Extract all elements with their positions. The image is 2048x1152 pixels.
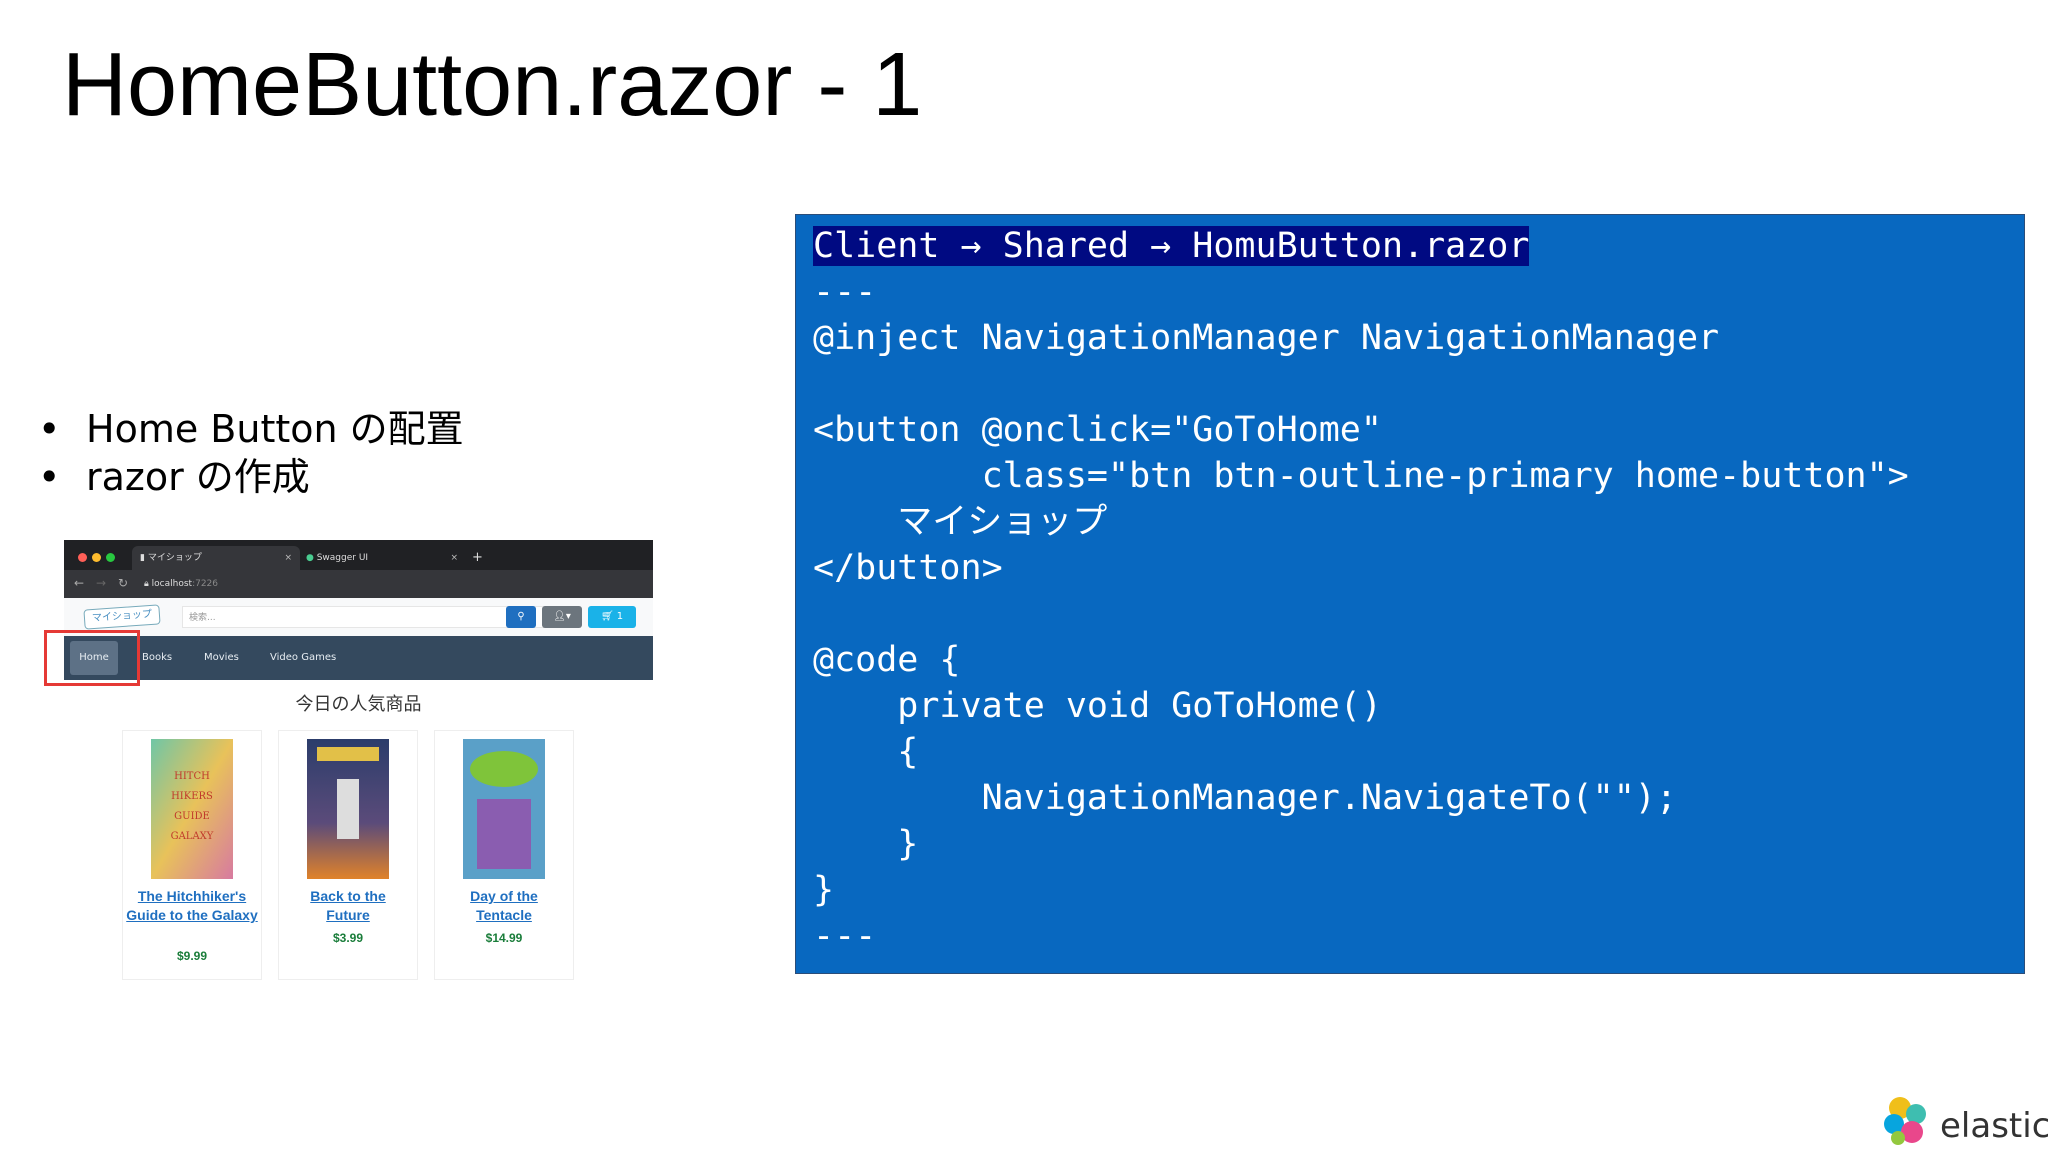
address-port: :7226 [192, 579, 218, 589]
minimize-window-icon[interactable] [92, 553, 101, 562]
code-panel: Client → Shared → HomuButton.razor --- @… [795, 214, 2025, 974]
code-line: } [813, 824, 919, 864]
book-cover-image[interactable]: HITCH HIKERS GUIDE GALAXY [151, 739, 233, 879]
product-card[interactable]: HITCH HIKERS GUIDE GALAXY The Hitchhiker… [122, 730, 262, 980]
page-icon: ▮ [140, 553, 148, 563]
product-card[interactable]: Back to the Future $3.99 [278, 730, 418, 980]
site-topbar: マイショップ 検索... ⚲ 👤︎▾ 🛒︎ 1 [64, 598, 653, 636]
elastic-logo-text: elastic [1940, 1106, 2048, 1146]
nav-books[interactable]: Books [142, 652, 173, 663]
cover-text: GALAXY [171, 831, 214, 842]
cover-text: GUIDE [174, 811, 210, 822]
cover-text: HITCH [174, 771, 210, 782]
product-price: $9.99 [176, 949, 208, 963]
back-icon[interactable]: ← [74, 576, 85, 590]
code-line: --- [813, 916, 877, 956]
product-title-link[interactable]: The Hitchhiker's Guide to the Galaxy [126, 888, 258, 923]
browser-screenshot: ▮ マイショップ × ● Swagger UI × + ← → ↻ 🔒︎ loc… [44, 540, 653, 990]
nav-home[interactable]: Home [70, 641, 118, 675]
address-host: localhost [151, 579, 193, 589]
popular-heading: 今日の人気商品 [295, 694, 422, 715]
category-nav: Home Books Movies Video Games [64, 636, 653, 680]
product-title-link[interactable]: Day of the Tentacle [470, 888, 538, 923]
product-card[interactable]: Day of the Tentacle $14.99 [434, 730, 574, 980]
user-icon: 👤︎▾ [553, 611, 571, 622]
search-input[interactable]: 検索... [182, 606, 560, 628]
nav-movies[interactable]: Movies [204, 652, 239, 663]
game-cover-image[interactable] [463, 739, 545, 879]
bullet-list: •Home Button の配置 •razor の作成 [38, 405, 464, 501]
product-price: $14.99 [485, 931, 523, 945]
elastic-logo: elastic [1880, 1094, 2048, 1152]
code-line: } [813, 870, 835, 910]
product-title-link[interactable]: Back to the Future [310, 888, 386, 923]
new-tab-button[interactable]: + [472, 550, 483, 565]
slide-title: HomeButton.razor - 1 [62, 35, 923, 135]
home-highlight-box [44, 630, 140, 686]
code-line: { [813, 732, 919, 772]
search-button[interactable]: ⚲ [506, 606, 536, 628]
browser-chrome: ▮ マイショップ × ● Swagger UI × + ← → ↻ 🔒︎ loc… [64, 540, 653, 598]
tab-myshop[interactable]: ▮ マイショップ × [132, 546, 300, 570]
code-line: <button @onclick="GoToHome" [813, 410, 1382, 450]
maximize-window-icon[interactable] [106, 553, 115, 562]
tab-label: マイショップ [147, 553, 202, 563]
tab-bar: ▮ マイショップ × ● Swagger UI × + [64, 540, 653, 570]
brand-button[interactable]: マイショップ [83, 604, 161, 630]
code-line: マイショップ [813, 502, 1108, 542]
bullet-text: razor の作成 [86, 455, 310, 499]
cart-count: 1 [616, 611, 624, 622]
bullet-text: Home Button の配置 [86, 407, 464, 451]
address-row: ← → ↻ 🔒︎ localhost:7226 [64, 570, 653, 598]
tab-label: Swagger UI [316, 553, 369, 563]
bullet-item: •razor の作成 [38, 455, 310, 499]
elastic-logo-icon [1884, 1097, 1926, 1145]
search-icon: ⚲ [517, 611, 525, 622]
code-line: NavigationManager.NavigateTo(""); [813, 778, 1677, 818]
cover-text: HIKERS [171, 791, 213, 802]
code-header: Client → Shared → HomuButton.razor [813, 226, 1530, 266]
code-line: @inject NavigationManager NavigationMana… [813, 318, 1720, 358]
product-price: $3.99 [332, 931, 364, 945]
code-line: private void GoToHome() [813, 686, 1382, 726]
nav-video-games[interactable]: Video Games [270, 652, 337, 663]
forward-icon[interactable]: → [96, 576, 107, 590]
swagger-icon: ● [306, 553, 317, 563]
tab-swagger[interactable]: ● Swagger UI × [298, 546, 466, 570]
code-block: Client → Shared → HomuButton.razor --- @… [813, 223, 1909, 959]
close-tab-icon[interactable]: × [284, 553, 292, 563]
close-window-icon[interactable] [78, 553, 87, 562]
reload-icon[interactable]: ↻ [118, 576, 129, 590]
code-line: @code { [813, 640, 961, 680]
cart-button[interactable]: 🛒︎ 1 [588, 606, 636, 628]
cart-icon: 🛒︎ [600, 611, 617, 622]
lock-icon: 🔒︎ [144, 579, 152, 589]
user-menu-button[interactable]: 👤︎▾ [542, 606, 582, 628]
bullet-item: •Home Button の配置 [38, 407, 464, 451]
movie-poster-image[interactable] [307, 739, 389, 879]
code-line: class="btn btn-outline-primary home-butt… [813, 456, 1909, 496]
code-line: </button> [813, 548, 1003, 588]
code-line: --- [813, 272, 877, 312]
close-tab-icon[interactable]: × [450, 553, 458, 563]
address-bar[interactable]: 🔒︎ localhost:7226 [144, 575, 218, 593]
